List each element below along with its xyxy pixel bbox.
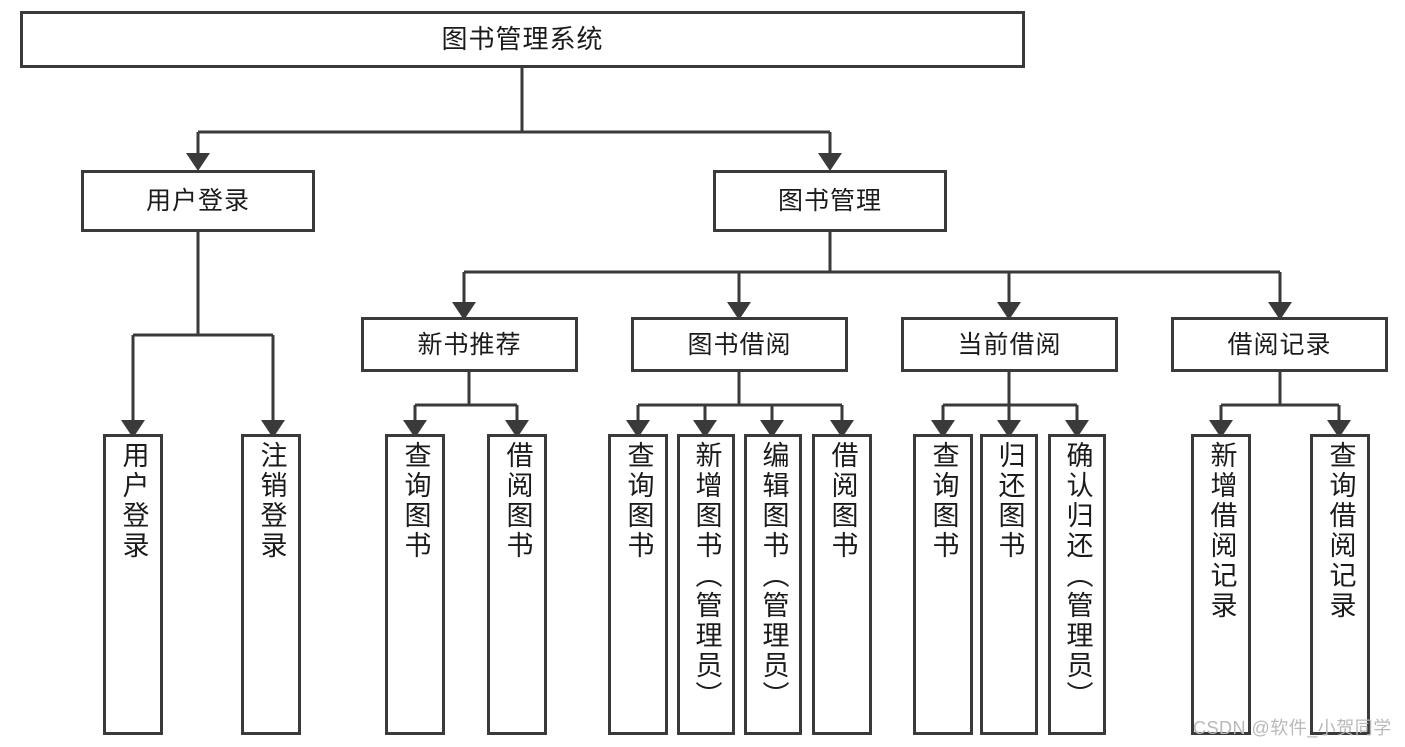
node-label: 查询图书 [400, 441, 431, 561]
node-label: 当前借阅 [957, 330, 1062, 359]
node-new-book-recommend[interactable]: 新书推荐 [361, 317, 578, 372]
leaf-user-login-login[interactable]: 用户登录 [103, 434, 163, 735]
leaf-book-borrow-add-book-admin[interactable]: 新增图书（管理员） [677, 434, 735, 735]
node-label: 用户登录 [118, 441, 149, 561]
node-user-login[interactable]: 用户登录 [81, 170, 315, 232]
node-label: 图书借阅 [687, 330, 792, 359]
leaf-new-book-query-book[interactable]: 查询图书 [385, 434, 445, 735]
node-label: 编辑图书（管理员） [758, 441, 789, 711]
node-label: 新书推荐 [417, 330, 522, 359]
node-label: 新增图书（管理员） [691, 441, 722, 711]
node-label: 查询图书 [623, 441, 654, 561]
leaf-borrow-record-add-record[interactable]: 新增借阅记录 [1191, 434, 1251, 735]
leaf-book-borrow-edit-book-admin[interactable]: 编辑图书（管理员） [744, 434, 802, 735]
node-label: 新增借阅记录 [1206, 441, 1237, 621]
csdn-watermark: CSDN @软件_小贺同学 [1193, 718, 1392, 738]
node-label: 查询借阅记录 [1325, 441, 1356, 621]
leaf-book-borrow-query-book[interactable]: 查询图书 [608, 434, 668, 735]
leaf-current-borrow-query-book[interactable]: 查询图书 [913, 434, 973, 735]
node-label: 确认归还（管理员） [1062, 441, 1093, 711]
leaf-book-borrow-borrow-book[interactable]: 借阅图书 [812, 434, 872, 735]
node-book-borrow[interactable]: 图书借阅 [631, 317, 848, 372]
node-borrow-record[interactable]: 借阅记录 [1171, 317, 1388, 372]
node-label: 用户登录 [145, 187, 250, 215]
node-label: 借阅记录 [1227, 330, 1332, 359]
leaf-borrow-record-query-record[interactable]: 查询借阅记录 [1310, 434, 1370, 735]
leaf-new-book-borrow-book[interactable]: 借阅图书 [487, 434, 547, 735]
leaf-current-borrow-confirm-return-admin[interactable]: 确认归还（管理员） [1048, 434, 1106, 735]
node-label: 注销登录 [256, 441, 287, 561]
node-label: 图书管理 [777, 187, 882, 215]
node-label: 图书管理系统 [441, 23, 604, 54]
node-root-book-management-system[interactable]: 图书管理系统 [20, 11, 1025, 68]
node-label: 借阅图书 [502, 441, 533, 561]
node-label: 归还图书 [994, 441, 1025, 561]
leaf-current-borrow-return-book[interactable]: 归还图书 [980, 434, 1038, 735]
node-label: 借阅图书 [827, 441, 858, 561]
node-book-management[interactable]: 图书管理 [713, 170, 947, 232]
leaf-user-login-logout[interactable]: 注销登录 [241, 434, 301, 735]
node-current-borrow[interactable]: 当前借阅 [901, 317, 1118, 372]
node-label: 查询图书 [928, 441, 959, 561]
